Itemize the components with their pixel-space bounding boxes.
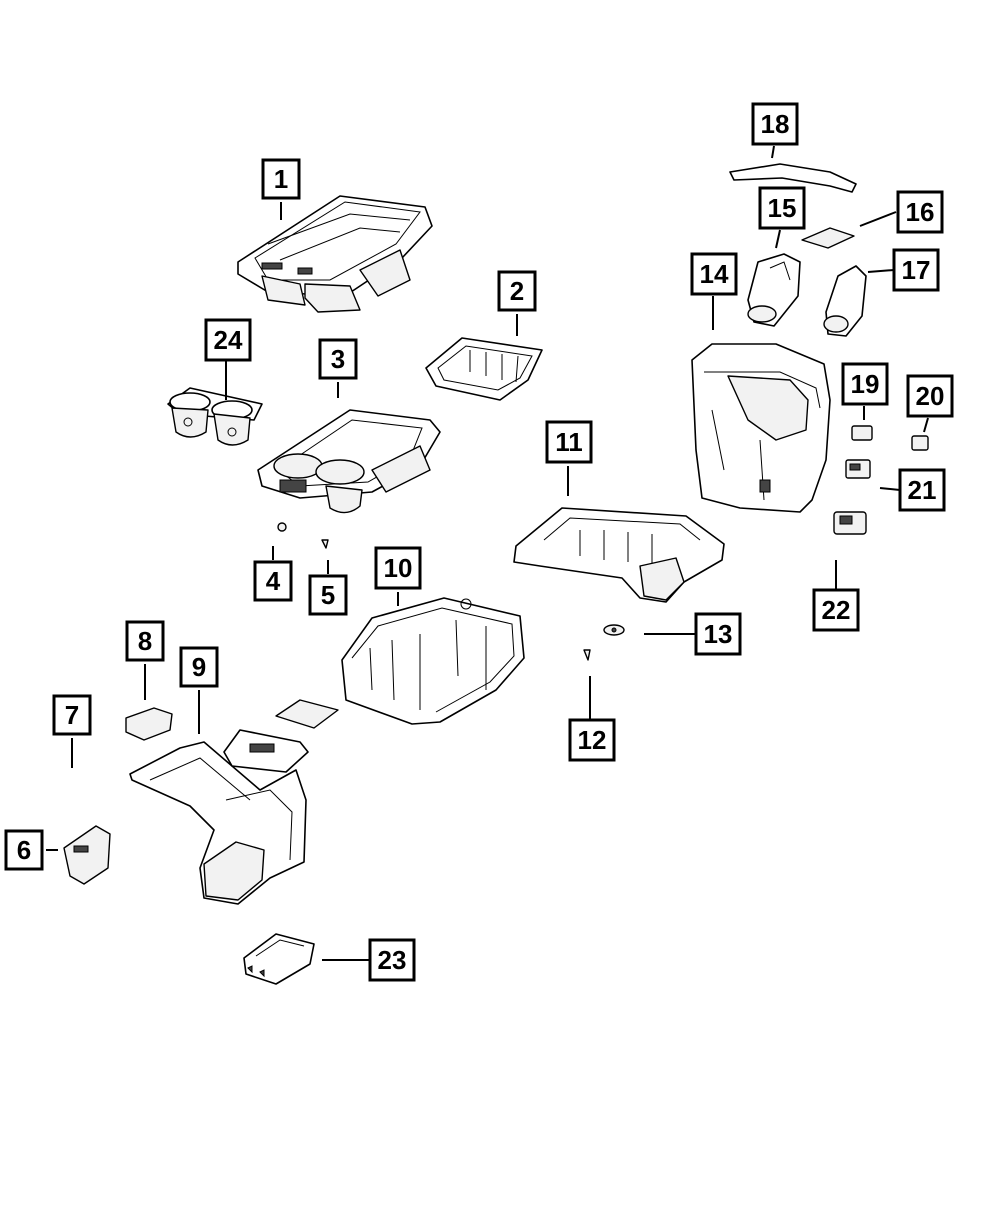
callout-5-label: 5: [321, 580, 335, 610]
leader-21: [879, 487, 901, 491]
callout-20: 20: [906, 374, 954, 418]
leader-20: [923, 417, 929, 433]
leader-16: [859, 211, 897, 227]
leader-lines: [46, 145, 929, 961]
callout-7: 7: [52, 694, 92, 736]
part-9-front-bezel: [129, 741, 307, 905]
callout-3-label: 3: [331, 344, 345, 374]
part-20-switch: [911, 435, 929, 451]
callout-1-label: 1: [274, 164, 288, 194]
callout-11: 11: [545, 420, 593, 464]
callout-12: 12: [568, 718, 616, 762]
part-12-pin: [583, 649, 591, 661]
callout-3: 3: [318, 338, 358, 380]
callout-22-label: 22: [822, 595, 851, 625]
callout-17: 17: [892, 248, 940, 292]
leader-18: [771, 145, 775, 159]
callout-23-label: 23: [378, 945, 407, 975]
callout-2: 2: [497, 270, 537, 312]
part-19-switch: [851, 425, 873, 441]
part-mat: [275, 699, 339, 729]
callout-23: 23: [368, 938, 416, 982]
part-13-grommet: [603, 624, 625, 636]
callout-7-label: 7: [65, 700, 79, 730]
callout-2-label: 2: [510, 276, 524, 306]
callout-20-label: 20: [916, 381, 945, 411]
leader-15: [775, 229, 781, 249]
leader-17: [867, 269, 895, 273]
callout-9: 9: [179, 646, 219, 688]
callout-9-label: 9: [192, 652, 206, 682]
callout-16: 16: [896, 190, 944, 234]
callout-16-label: 16: [906, 197, 935, 227]
callout-13: 13: [694, 612, 742, 656]
part-24-cup-holder: [167, 387, 263, 446]
part-17-vent-duct-right: [823, 265, 867, 337]
callout-15-label: 15: [768, 193, 797, 223]
callout-18-label: 18: [761, 109, 790, 139]
callout-4-label: 4: [266, 566, 281, 596]
callout-22: 22: [812, 588, 860, 632]
callout-15: 15: [758, 186, 806, 230]
part-2-tray: [425, 337, 543, 401]
callout-11-label: 11: [555, 427, 583, 457]
part-1-console-lid: [237, 195, 433, 313]
part-11-console-frame: [513, 507, 725, 603]
callout-4: 4: [253, 560, 293, 602]
part-14-rear-panel: [691, 343, 831, 513]
callout-17-label: 17: [902, 255, 931, 285]
part-4-clip: [277, 522, 287, 532]
callout-8: 8: [125, 620, 165, 662]
part-6-usb-hub: [63, 825, 111, 885]
part-18-trim-strip: [729, 163, 857, 193]
callout-24: 24: [204, 318, 252, 362]
callout-19: 19: [841, 362, 889, 406]
callout-18: 18: [751, 102, 799, 146]
callout-24-label: 24: [214, 325, 243, 355]
callout-6: 6: [4, 829, 44, 871]
part-10-storage-bin: [341, 597, 525, 725]
callout-13-label: 13: [704, 619, 733, 649]
callout-21-label: 21: [908, 475, 937, 505]
callout-10-label: 10: [384, 553, 413, 583]
part-16-pad: [801, 227, 855, 249]
part-bezel-insert: [223, 729, 309, 773]
callout-19-label: 19: [851, 369, 880, 399]
callout-12-label: 12: [578, 725, 607, 755]
callout-14: 14: [690, 252, 738, 296]
callout-5: 5: [308, 574, 348, 616]
callout-21: 21: [898, 468, 946, 512]
part-5-screw: [321, 539, 329, 549]
part-22-switch: [833, 511, 867, 535]
callout-1: 1: [261, 158, 301, 200]
part-23-module: [243, 933, 315, 985]
part-21-switch: [845, 459, 871, 479]
callout-6-label: 6: [17, 835, 31, 865]
callout-14-label: 14: [700, 259, 729, 289]
part-3-console-base: [257, 409, 441, 514]
part-15-vent-duct-left: [747, 253, 801, 327]
part-8-connector: [125, 707, 173, 741]
callout-8-label: 8: [138, 626, 152, 656]
callout-10: 10: [374, 546, 422, 590]
